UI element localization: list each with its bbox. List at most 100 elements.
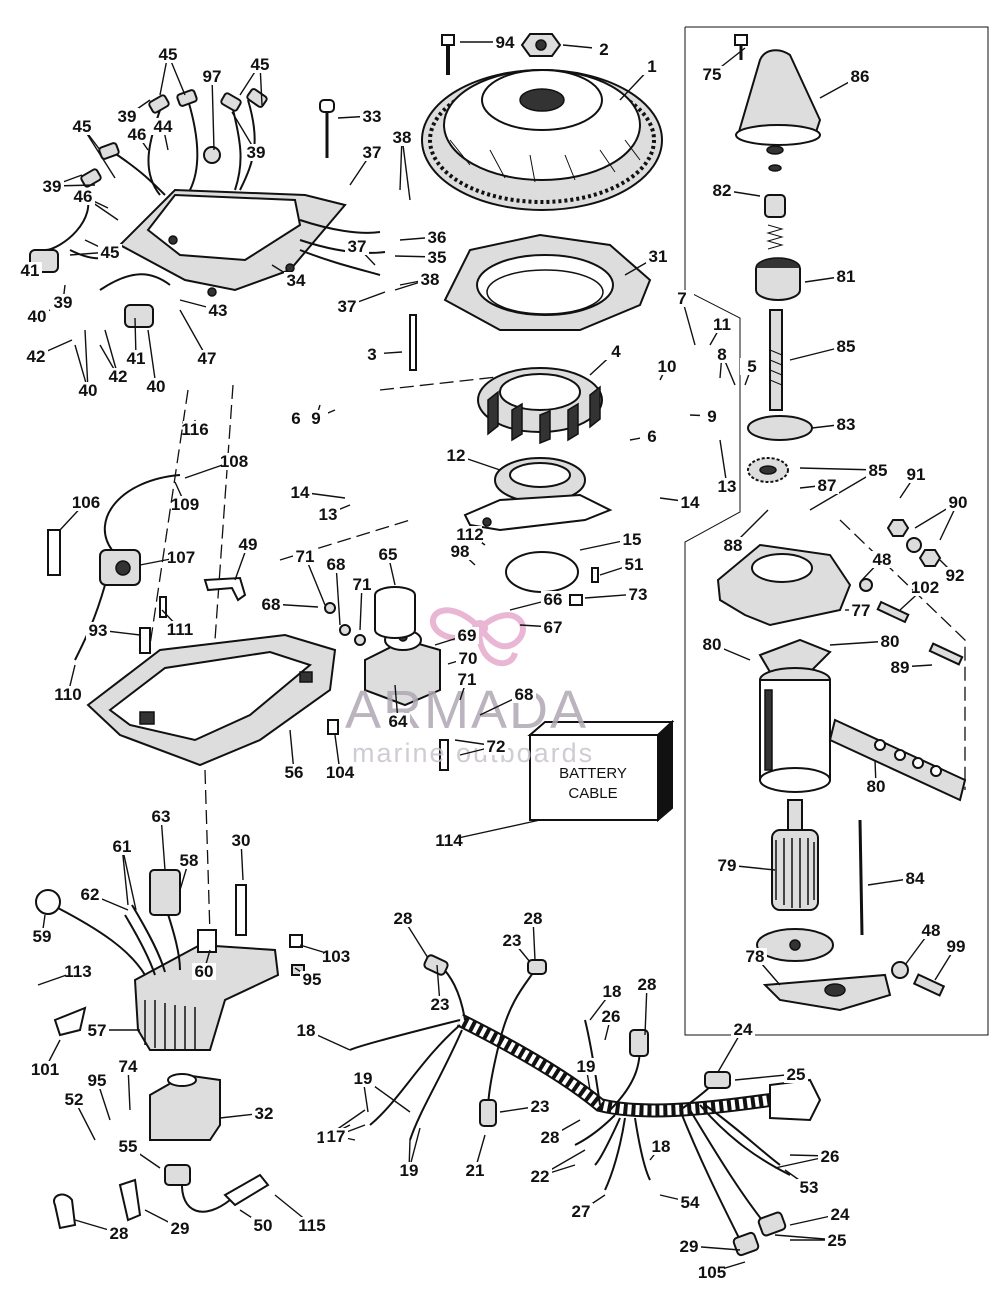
- callout-number: 95: [88, 1071, 107, 1090]
- callout-102: 102: [899, 578, 939, 611]
- callout-background: [51, 294, 75, 311]
- callout-8: 8: [710, 345, 736, 386]
- callout-background: [864, 778, 888, 795]
- callout-65: 65: [376, 545, 400, 586]
- washer-83: [747, 415, 813, 441]
- callout-background: [670, 290, 694, 307]
- callout-background: [316, 506, 340, 523]
- callout-number: 37: [338, 297, 357, 316]
- callout-15: 15: [579, 530, 644, 551]
- callout-background: [815, 477, 839, 494]
- callout-33: 33: [337, 107, 384, 126]
- callout-number: 71: [458, 670, 477, 689]
- callout-number: 85: [837, 337, 856, 356]
- drive-end-housing: [716, 543, 852, 627]
- callout-104: 104: [326, 734, 355, 782]
- callout-114: 114: [435, 819, 541, 850]
- callout-number: 29: [680, 1237, 699, 1256]
- ignition-coil: [149, 1073, 221, 1141]
- callout-background: [195, 350, 219, 367]
- callout-number: 13: [718, 477, 737, 496]
- callout-background: [169, 549, 193, 566]
- callout-number: 89: [891, 658, 910, 677]
- through-bolt-84: [858, 819, 864, 936]
- callout-36: 36: [399, 228, 449, 247]
- callout-background: [98, 244, 122, 261]
- callout-number: 28: [638, 975, 657, 994]
- callout-background: [700, 1264, 724, 1281]
- callout-number: 53: [800, 1178, 819, 1197]
- callout-background: [259, 596, 283, 613]
- callout-26: 26: [599, 1007, 623, 1041]
- callout-leader: [147, 329, 157, 387]
- callout-9: 9: [689, 407, 724, 426]
- callout-91: 91: [899, 465, 928, 499]
- callout-51: 51: [599, 555, 646, 576]
- callout-number: 7: [677, 289, 686, 308]
- callout-35: 35: [394, 248, 449, 267]
- callout-background: [76, 382, 100, 399]
- callout-number: 46: [128, 125, 147, 144]
- callout-background: [866, 462, 890, 479]
- callout-background: [678, 494, 702, 511]
- callout-number: 38: [421, 270, 440, 289]
- callout-background: [74, 494, 98, 511]
- callout-number: 6: [647, 427, 656, 446]
- callout-background: [360, 108, 384, 125]
- callout-leader: [401, 136, 411, 201]
- callout-39: 39: [51, 284, 75, 312]
- callout-25: 25: [734, 1065, 808, 1084]
- starter-motor-boundary: [684, 26, 989, 1036]
- callout-background: [437, 832, 461, 849]
- callout-leader: [799, 467, 879, 471]
- end-cap-76: [756, 928, 834, 962]
- callout-77: 77: [845, 601, 873, 620]
- callout-number: 60: [195, 962, 214, 981]
- callout-1: 1: [619, 57, 664, 101]
- callout-background: [944, 938, 968, 955]
- callout-background: [834, 338, 858, 355]
- callout-number: 37: [363, 143, 382, 162]
- callout-number: 95: [303, 970, 322, 989]
- callout-number: 87: [818, 476, 837, 495]
- callout-68: 68: [324, 555, 348, 626]
- callout-number: 24: [734, 1020, 753, 1039]
- callout-28: 28: [521, 909, 545, 961]
- callout-background: [304, 410, 328, 427]
- callout-12: 12: [444, 446, 501, 471]
- callout-background: [700, 66, 724, 83]
- callout-95: 95: [294, 967, 324, 989]
- callout-background: [86, 622, 110, 639]
- callout-number: 99: [947, 937, 966, 956]
- callout-background: [848, 68, 872, 85]
- callout-background: [678, 1194, 702, 1211]
- callout-background: [913, 579, 937, 596]
- ignition-plate: [86, 633, 337, 767]
- callout-background: [493, 34, 517, 51]
- callout-71: 71: [350, 575, 374, 631]
- callout-number: 39: [247, 143, 266, 162]
- callout-background: [284, 272, 308, 289]
- callout-number: 19: [400, 1161, 419, 1180]
- starter-cap: [734, 34, 822, 146]
- callout-number: 67: [544, 618, 563, 637]
- callout-background: [500, 932, 524, 949]
- callout-background: [620, 531, 644, 548]
- callout-6: 6: [284, 409, 308, 428]
- callout-44: 44: [151, 117, 175, 151]
- callout-number: 19: [577, 1057, 596, 1076]
- callout-number: 42: [109, 367, 128, 386]
- callout-background: [635, 976, 659, 993]
- callout-background: [66, 963, 90, 980]
- callout-background: [335, 298, 359, 315]
- callout-106: 106: [59, 493, 100, 531]
- callout-background: [168, 1220, 192, 1237]
- callout-number: 64: [389, 712, 408, 731]
- callout-37: 37: [349, 143, 384, 186]
- callout-background: [284, 410, 308, 427]
- callout-37: 37: [335, 291, 386, 316]
- callout-background: [528, 1098, 552, 1115]
- callout-48: 48: [861, 550, 894, 581]
- callout-45: 45: [69, 239, 122, 262]
- callout-6: 6: [629, 427, 664, 446]
